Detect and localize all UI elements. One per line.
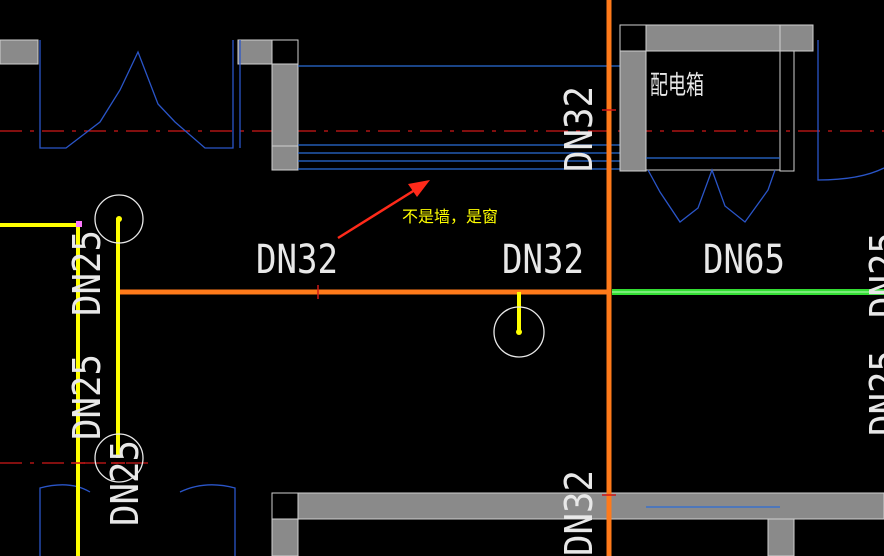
label-dn32-vert-upper: DN32 [557,86,601,172]
distribution-box-walls [619,24,814,172]
label-dn32-vert-lower: DN32 [557,470,601,556]
room-label-distribution-box: 配电箱 [650,71,704,101]
wall-upper-left [0,39,299,171]
pipe-orange [118,0,612,556]
door-swing-right [817,40,884,181]
door-swing-upper-left [39,40,241,149]
riser-circles [94,194,545,483]
pipe-ticks [71,109,616,496]
label-dn25-right-upper: DN25 [862,232,884,318]
pipe-end-marker [76,221,82,227]
label-dn25-right-lower: DN25 [862,350,884,436]
label-dn32-left: DN32 [256,237,338,283]
riser-circle-upper-left [94,194,144,244]
annotation-text: 不是墙，是窗 [402,207,498,226]
door-swing-lower-left [39,484,236,556]
riser-circle-lower-left [94,433,144,483]
label-dn25-left-upper: DN25 [65,230,109,316]
riser-dots [116,216,522,335]
annotation-arrow [337,180,430,240]
label-dn65: DN65 [703,237,785,283]
label-dn32-mid: DN32 [502,237,584,283]
window-band [298,65,620,170]
label-dn25-left-lower: DN25 [65,354,109,440]
wall-lower [271,492,884,556]
label-dn25-left-bottom: DN25 [103,440,147,526]
riser-circle-mid [493,306,545,358]
door-swing-distribution-box [647,168,776,223]
